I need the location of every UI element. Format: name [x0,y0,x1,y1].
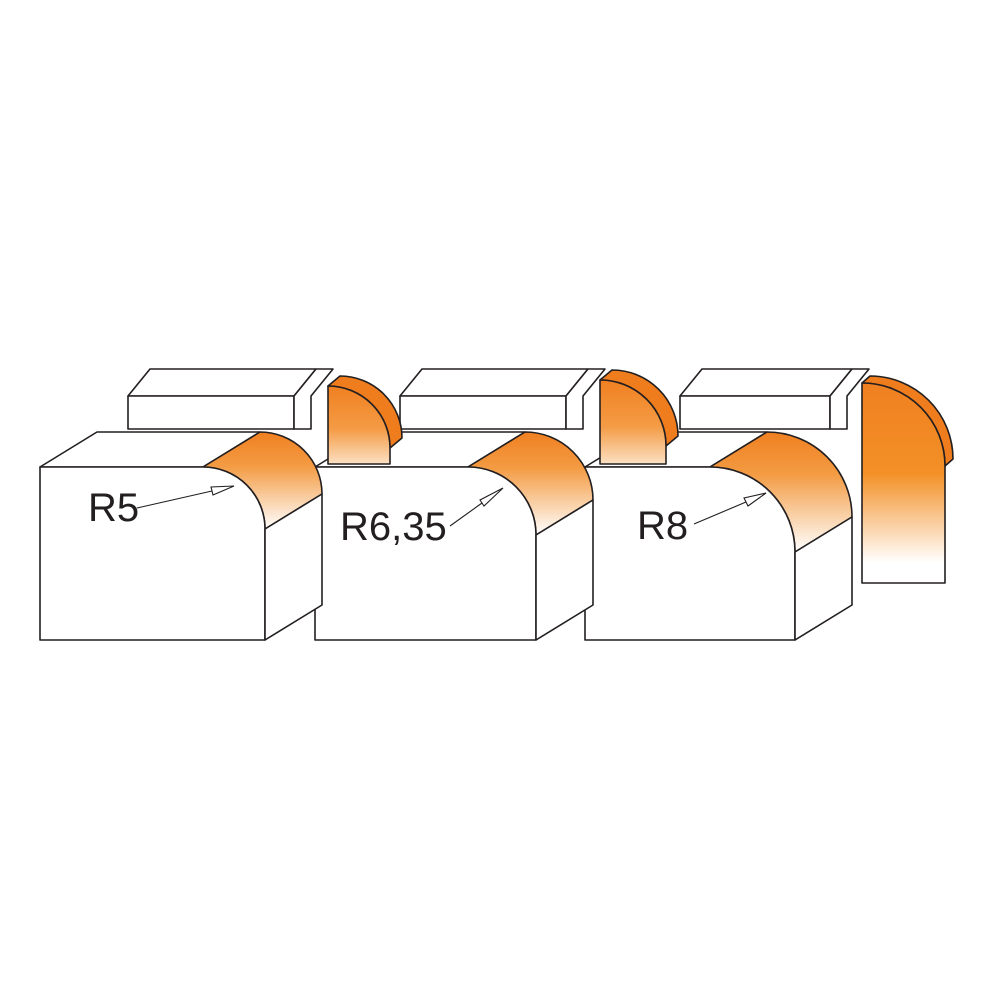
shank-bar-front-face [399,395,567,430]
block-right-face [794,516,853,641]
profile-slot [565,368,606,430]
shank-bar-top-face [399,368,589,397]
leader-line [693,501,747,525]
rear-roundover-face [861,382,946,584]
profile-slot [829,368,870,430]
bit-unit-r5: R5 [39,368,403,641]
radius-label: R5 [88,486,139,530]
radius-label: R8 [637,504,688,548]
bit-unit-r6-35: R6,35 [314,368,679,641]
leader-arrowhead [743,492,767,507]
rear-roundover-face [327,385,391,465]
bit-unit-r8: R8 [584,368,954,641]
profile-slot [293,368,334,430]
block-front-face [39,466,266,641]
block-right-face [535,499,594,641]
leader-line [449,502,483,527]
radius-label: R6,35 [340,505,447,549]
leader-arrowhead [479,487,504,507]
leader-arrowhead [210,485,235,496]
leader-line [136,490,213,509]
shank-bar-top-face [679,368,853,397]
shank-bar-front-face [679,395,831,430]
block-front-face [314,466,537,641]
rear-roundover-face [599,379,667,465]
shank-bar-front-face [127,395,295,430]
shank-bar-top-face [127,368,317,397]
block-right-face [264,493,323,641]
block-front-face [584,466,796,641]
